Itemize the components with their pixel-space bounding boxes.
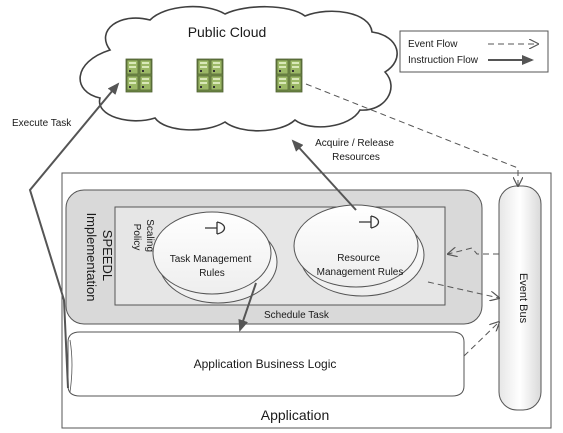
speedl-label: SPEEDL Implementation bbox=[84, 213, 115, 302]
application-label: Application bbox=[261, 407, 330, 423]
acquire-release-line-1: Acquire / Release bbox=[315, 138, 394, 149]
bus-to-rules-arrow bbox=[448, 248, 499, 254]
business-logic-cylinder bbox=[67, 331, 465, 397]
resource-rules-line-1: Resource bbox=[337, 253, 380, 264]
legend-box bbox=[399, 30, 549, 73]
speedl-line-1: SPEEDL bbox=[100, 230, 115, 281]
server-rack-icon bbox=[126, 59, 152, 92]
resource-rules-ellipse bbox=[293, 204, 419, 288]
resource-rules-line-2: Management Rules bbox=[317, 267, 404, 278]
business-logic-cylinder-edge bbox=[69, 339, 73, 393]
acquire-release-label: Acquire / Release Resources bbox=[315, 138, 397, 163]
task-rules-ellipse bbox=[152, 211, 272, 295]
schedule-task-arrow bbox=[238, 282, 257, 332]
execute-task-arrow bbox=[28, 82, 120, 389]
scaling-policy-label: Scaling Policy bbox=[131, 219, 155, 255]
server-rack-icon bbox=[197, 59, 223, 92]
public-cloud-shape bbox=[79, 5, 398, 132]
cloud-label: Public Cloud bbox=[188, 24, 267, 40]
logic-to-bus-arrow bbox=[463, 322, 499, 357]
schedule-task-label: Schedule Task bbox=[264, 310, 330, 321]
scaling-line-2: Policy bbox=[131, 224, 142, 251]
legend-event-flow: Event Flow bbox=[408, 39, 458, 50]
event-bus-label: Event Bus bbox=[517, 273, 529, 324]
scaling-line-1: Scaling bbox=[144, 219, 155, 252]
acquire-release-line-2: Resources bbox=[332, 152, 380, 163]
cloud-event-arrow bbox=[305, 83, 518, 186]
business-logic-label: Application Business Logic bbox=[194, 357, 337, 371]
funnel-icon bbox=[205, 221, 226, 235]
task-rules-line-2: Rules bbox=[199, 268, 225, 279]
acquire-release-arrow bbox=[291, 139, 357, 211]
resource-rules-label: Resource Management Rules bbox=[317, 253, 404, 278]
legend-instruction-flow: Instruction Flow bbox=[408, 55, 479, 66]
task-rules-line-1: Task Management bbox=[170, 254, 252, 265]
funnel-icon bbox=[359, 215, 380, 229]
speedl-line-2: Implementation bbox=[84, 213, 99, 302]
task-rules-label: Task Management Rules bbox=[170, 254, 255, 279]
rules-to-bus-arrow bbox=[427, 281, 499, 298]
server-rack-icon bbox=[276, 59, 302, 92]
execute-task-label: Execute Task bbox=[12, 118, 72, 129]
